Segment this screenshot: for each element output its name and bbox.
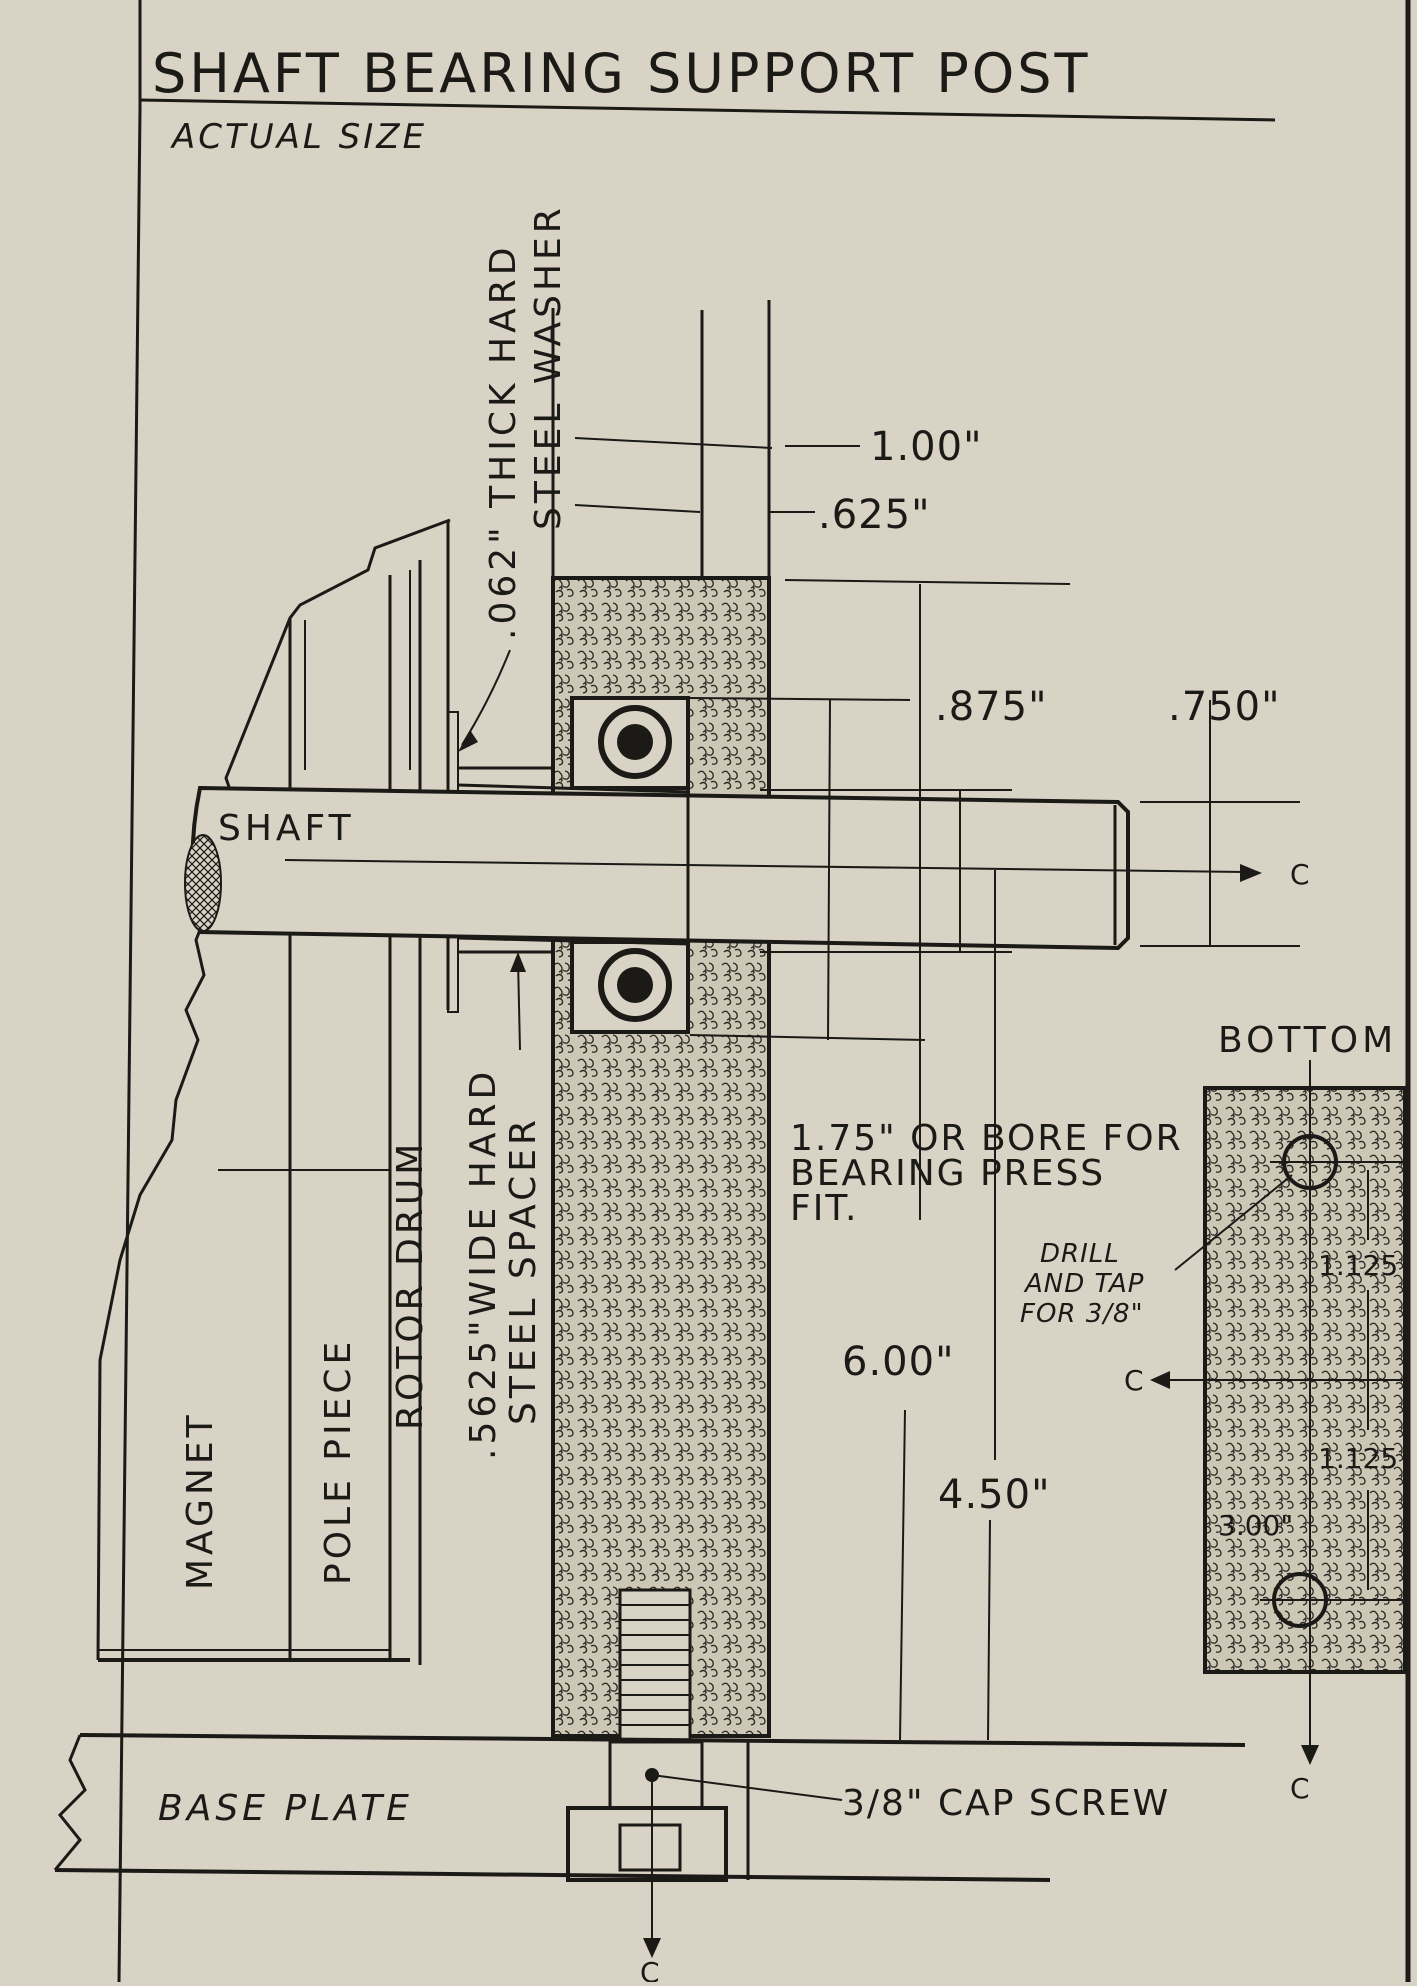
dimension-3-00: 3.00" (1218, 1509, 1293, 1542)
shaft-label: SHAFT (218, 808, 355, 849)
frame-left-line (117, 109, 142, 1983)
shaft-post-line-top (457, 783, 691, 794)
spacer-leader-arrow (510, 952, 526, 972)
bore-note-line2: BEARING PRESS (790, 1153, 1105, 1194)
shaft-post-line-bottom (457, 936, 691, 946)
dim-1-00-line (574, 437, 773, 449)
spacer-label-line2: STEEL SPACER (503, 1116, 544, 1425)
title-underline (139, 98, 1276, 122)
cap-screw-socket (618, 1823, 682, 1872)
washer-label-line1: .062" THICK HARD (483, 244, 524, 640)
washer-leader (461, 649, 511, 746)
rotor-break-outline (96, 518, 451, 1661)
centerline-arrow-right (1240, 864, 1262, 882)
magnet-label: MAGNET (180, 1411, 221, 1590)
base-plate-label: BASE PLATE (158, 1788, 413, 1829)
bottom-centerline-arrow (1301, 1745, 1319, 1765)
centerline-mark-bottom-view: C (1290, 1772, 1310, 1805)
cap-screw-head (566, 1806, 728, 1882)
rotor-drum-label: ROTOR DRUM (390, 1140, 431, 1430)
drill-note-line1: DRILL (1040, 1239, 1120, 1269)
dim-6-00-line-lower (899, 1409, 906, 1741)
drill-note-line2: AND TAP (1023, 1269, 1144, 1299)
upper-bearing-core (617, 724, 653, 760)
washer-label-line2: STEEL WASHER (528, 204, 569, 530)
bottom-centerline-arrow-left (1150, 1371, 1170, 1389)
base-plate-break (53, 1734, 87, 1871)
centerline-mark-bottom: C (640, 1956, 660, 1982)
centerline-mark-left: C (1124, 1364, 1144, 1397)
spacer-label-line1: .5625"WIDE HARD (463, 1068, 504, 1460)
base-plate-bottom (54, 1868, 1051, 1882)
base-plate-top (79, 1733, 1246, 1747)
drill-note-leader (1174, 1174, 1293, 1271)
screw-centerline-arrow (643, 1938, 661, 1958)
cap-screw-label: 3/8" CAP SCREW (842, 1783, 1170, 1824)
dimension-4-50: 4.50" (938, 1472, 1050, 1518)
drawing-title: SHAFT BEARING SUPPORT POST (152, 42, 1091, 105)
bore-note-line3: FIT. (790, 1188, 859, 1229)
dimension-625: .625" (818, 492, 930, 538)
ext-bearing-bottom (689, 1034, 926, 1041)
dimension-750: .750" (1168, 684, 1280, 730)
shaft-centerline (284, 859, 1246, 873)
dimension-875: .875" (935, 684, 1047, 730)
dim-175-line (827, 699, 831, 1041)
bottom-view-label: BOTTOM (1218, 1020, 1397, 1061)
cap-screw-thread-lines (620, 1604, 690, 1726)
shaft-broken-end (184, 834, 222, 932)
dim-625-line (574, 504, 701, 513)
dimension-1-125-lower: 1.125 (1318, 1442, 1398, 1475)
drawing-subtitle: ACTUAL SIZE (170, 117, 427, 157)
ext-post-top (784, 579, 1071, 585)
bore-note-line1: 1.75" OR BORE FOR (790, 1118, 1183, 1159)
pole-piece-label: POLE PIECE (318, 1338, 359, 1585)
dim-4-50-line-lower (987, 1519, 991, 1741)
washer-leader-arrow (458, 730, 478, 752)
ext-bearing-top (689, 697, 911, 701)
dimension-1-125-upper: 1.125 (1318, 1249, 1398, 1282)
centerline-mark-right: C (1290, 858, 1310, 891)
drill-note-line3: FOR 3/8" (1020, 1299, 1144, 1329)
dimension-1-00: 1.00" (870, 424, 982, 470)
lower-bearing-core (617, 967, 653, 1003)
spacer-leader (517, 959, 521, 1051)
dimension-6-00: 6.00" (842, 1339, 954, 1385)
